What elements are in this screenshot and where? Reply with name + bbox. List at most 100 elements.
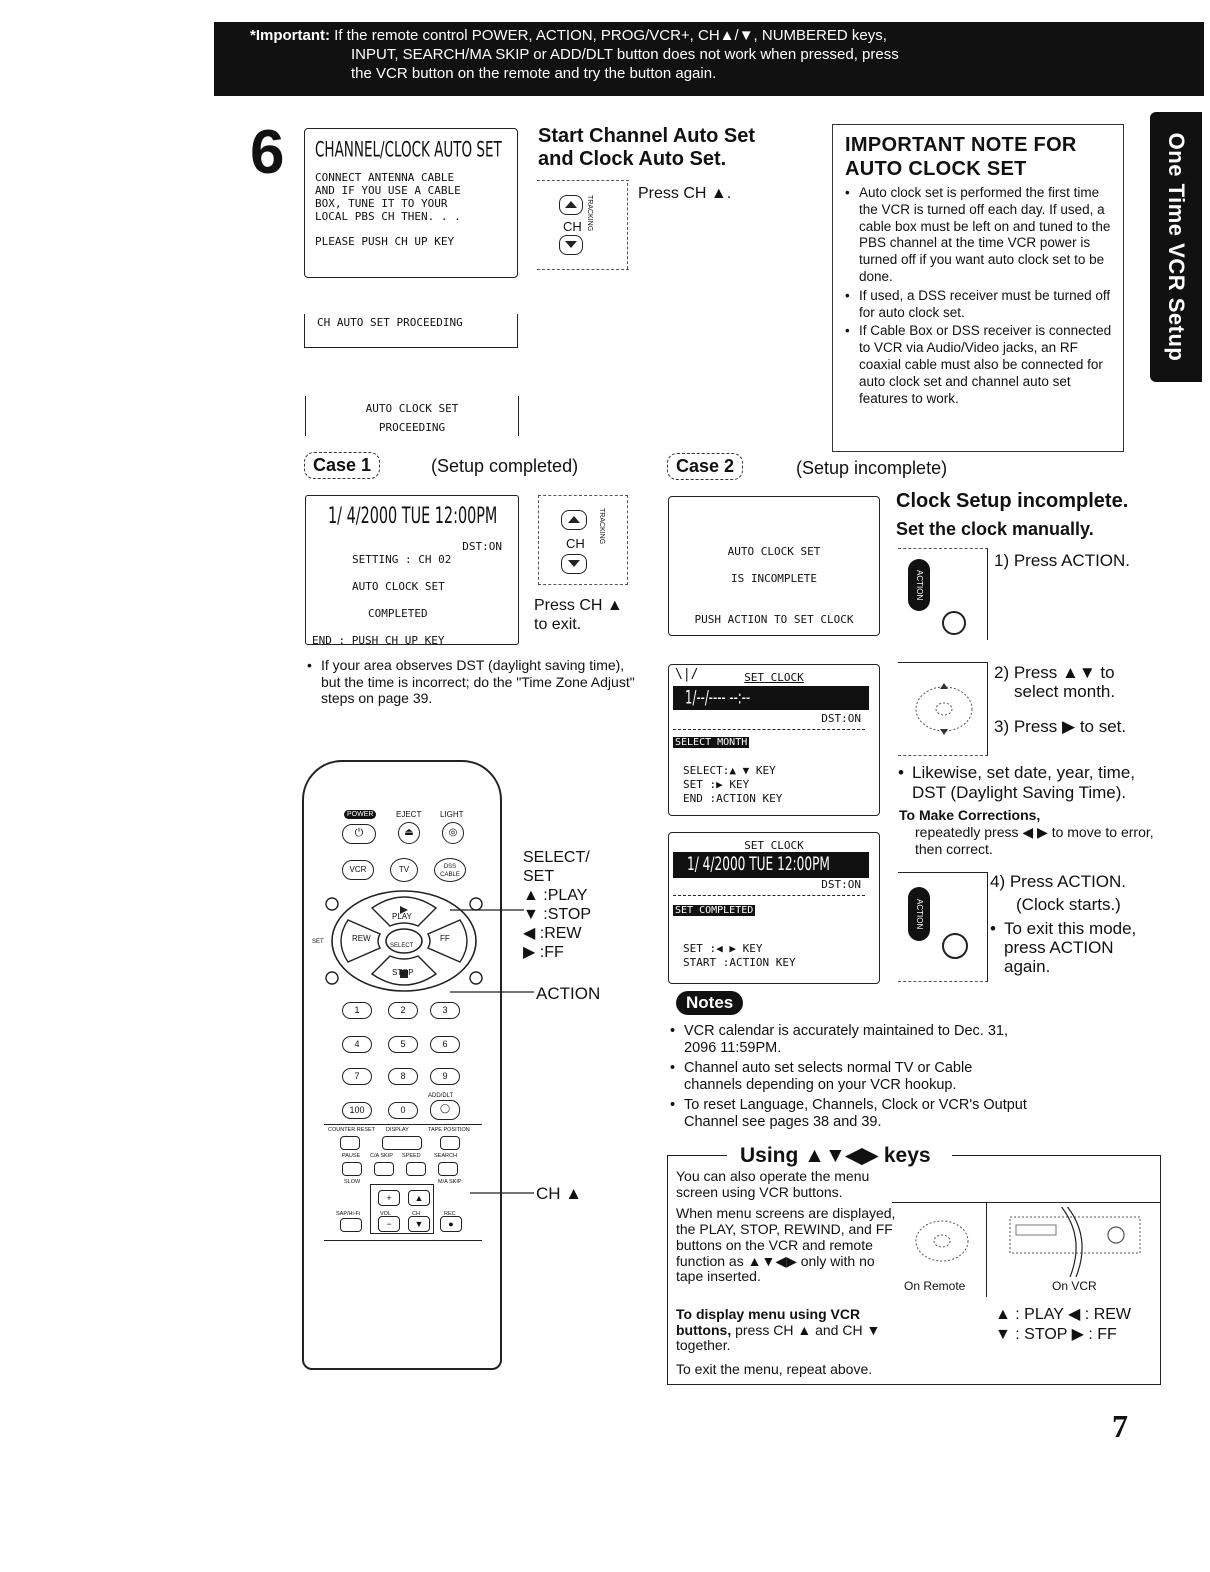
screen-line: CH AUTO SET PROCEEDING [317, 316, 463, 329]
round-button[interactable] [942, 933, 968, 959]
direction-pad[interactable] [322, 886, 486, 996]
triangle-up-icon [565, 201, 577, 208]
key-2[interactable]: 2 [388, 1002, 418, 1019]
eject-button[interactable]: ⏏ [398, 822, 420, 844]
key-5[interactable]: 5 [388, 1036, 418, 1053]
action-button[interactable]: ACTION [908, 559, 930, 611]
ch-down-button[interactable] [561, 554, 587, 574]
screen-title: CHANNEL/CLOCK AUTO SET [315, 137, 502, 163]
key-3[interactable]: 3 [430, 1002, 460, 1019]
key-7[interactable]: 7 [342, 1068, 372, 1085]
key-8[interactable]: 8 [388, 1068, 418, 1085]
ch-down-button[interactable] [559, 235, 583, 255]
tape-position-button[interactable] [440, 1136, 460, 1150]
remote-divider [324, 1240, 482, 1241]
add-dlt-button[interactable]: ◯ [430, 1100, 460, 1120]
case1-press-ch: Press CH ▲ to exit. [534, 596, 623, 634]
power-label: POWER [344, 810, 377, 819]
ch-label: CH [563, 219, 582, 234]
note-list: Auto clock set is performed the first ti… [845, 185, 1113, 407]
remote-divider [324, 1124, 482, 1125]
screen-status: SELECT MONTH [673, 737, 750, 748]
sap-button[interactable] [340, 1218, 362, 1232]
rew-label: REW [352, 934, 371, 943]
using-box-top-rule [952, 1155, 1161, 1156]
important-banner: *Important: If the remote control POWER,… [214, 22, 1204, 96]
case2-badge: Case 2 [667, 453, 744, 480]
key-9[interactable]: 9 [430, 1068, 460, 1085]
step4-text: 4) Press ACTION. (Clock starts.) [990, 872, 1126, 914]
speed-button[interactable] [406, 1162, 426, 1176]
screen-line: DST:ON [821, 712, 861, 725]
legend-line: ▼ :STOP [523, 906, 591, 923]
note-title-line: AUTO CLOCK SET [845, 158, 1027, 180]
vcr-button[interactable]: VCR [342, 860, 374, 880]
remote-control: POWER EJECT LIGHT ⏻ ⏏ ◎ VCR TV DSS CABLE… [302, 760, 502, 1370]
screen-line: END : PUSH CH UP KEY [312, 634, 445, 647]
key-mapping: ▲ : PLAY ◀ : REW ▼ : STOP ▶ : FF [995, 1305, 1131, 1345]
case2-heading: Clock Setup incomplete. Set the clock ma… [896, 490, 1128, 540]
screen-line: CONNECT ANTENNA CABLE [315, 171, 455, 184]
key-0[interactable]: 0 [388, 1102, 418, 1119]
screen-line: SET :▶ KEY [683, 778, 750, 791]
ca-skip-button[interactable] [374, 1162, 394, 1176]
pause-button[interactable] [342, 1162, 362, 1176]
key-6[interactable]: 6 [430, 1036, 460, 1053]
notes-badge: Notes [676, 991, 744, 1015]
screen-line: PROCEEDING [378, 421, 446, 434]
tv-button[interactable]: TV [390, 858, 418, 882]
action-button[interactable]: ACTION [908, 887, 930, 941]
triangle-down-icon [568, 560, 580, 567]
power-button[interactable]: ⏻ [342, 824, 376, 844]
exit-mode-item: To exit this mode, press ACTION again. [990, 919, 1140, 976]
press-ch-up-text: Press CH ▲. [638, 185, 732, 202]
pause-label: PAUSE [342, 1153, 361, 1159]
corrections-title: To Make Corrections, [899, 807, 1041, 823]
key-4[interactable]: 4 [342, 1036, 372, 1053]
step3-text: 3) Press ▶ to set. [994, 717, 1127, 736]
case1-description: (Setup completed) [431, 456, 579, 476]
display-button[interactable] [382, 1136, 422, 1150]
light-button[interactable]: ◎ [442, 822, 464, 844]
ch-up-remote-button[interactable]: ▲ [408, 1190, 430, 1206]
vol-up-button[interactable]: + [378, 1190, 400, 1206]
using-keys-box [667, 1155, 1161, 1385]
ch-up-button[interactable] [561, 510, 587, 530]
screen-line: START :ACTION KEY [683, 956, 796, 969]
case2-description: (Setup incomplete) [796, 458, 948, 478]
vol-down-button[interactable]: − [378, 1216, 400, 1232]
key-100[interactable]: 100 [342, 1102, 372, 1119]
step-heading: Start Channel Auto Set and Clock Auto Se… [538, 125, 755, 171]
ch-down-remote-button[interactable]: ▼ [408, 1216, 430, 1232]
case1-press-line: to exit. [534, 616, 582, 633]
step2-text: 2) Press ▲▼ to select month. [994, 663, 1115, 701]
search-button[interactable] [438, 1162, 458, 1176]
using-display-menu: To display menu using VCR buttons, press… [676, 1306, 916, 1354]
screen-line: AUTO CLOCK SET [727, 545, 821, 558]
key-1[interactable]: 1 [342, 1002, 372, 1019]
dss-cable-button[interactable]: DSS CABLE [434, 858, 466, 882]
screen-line: AUTO CLOCK SET [365, 402, 459, 415]
using-paragraph: You can also operate the menu screen usi… [676, 1168, 870, 1200]
rec-button[interactable]: ● [440, 1216, 462, 1232]
note-item: Auto clock set is performed the first ti… [845, 185, 1113, 286]
action-callout: ACTION [536, 984, 601, 1003]
triangle-up-icon [568, 516, 580, 523]
counter-reset-button[interactable] [340, 1136, 360, 1150]
screen-line: COMPLETED [368, 607, 428, 620]
clock-field: 1/--/---- --:-- [673, 686, 869, 710]
step-number: 6 [250, 118, 285, 187]
dst-note-item: If your area observes DST (daylight savi… [307, 657, 637, 707]
ch-up-callout: CH ▲ [536, 1184, 583, 1203]
ch-up-button[interactable] [559, 195, 583, 215]
using-paragraph: When menu screens are displayed, the PLA… [676, 1205, 896, 1285]
callout-lines [450, 909, 534, 1194]
tracking-label: TRACKING [598, 508, 605, 545]
round-button[interactable] [942, 611, 966, 635]
case1-date-row: 1/ 4/2000 TUE 12:00PM [312, 502, 512, 540]
screen-status: SET COMPLETED [673, 905, 756, 916]
key-mapping-line: ▲ : PLAY ◀ : REW [995, 1306, 1132, 1323]
screen-line: DST:ON [821, 878, 861, 891]
ch-label: CH [566, 536, 585, 551]
